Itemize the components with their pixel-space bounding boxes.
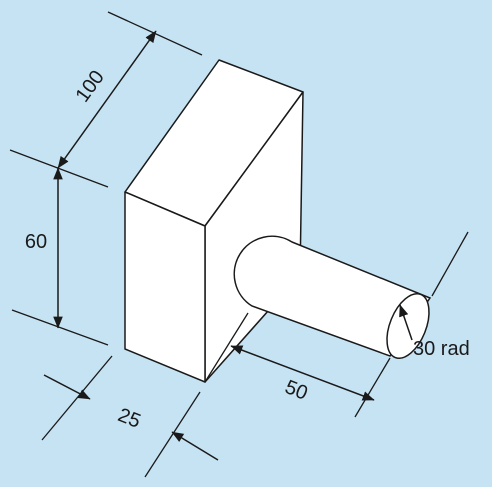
ext-line-50-right-lower: [354, 357, 391, 418]
ext-line-25-left: [41, 355, 113, 441]
dim-arrow-25-right: [171, 431, 219, 461]
ext-line-60-top: [9, 149, 109, 188]
cylinder-body: [233, 235, 432, 357]
cylinder-solid: [233, 235, 432, 359]
dim-arrow-radius: [399, 304, 413, 341]
dim-label-100: 100: [71, 67, 108, 107]
dim-label-25: 25: [115, 404, 144, 433]
dim-line-100: [57, 30, 157, 169]
ext-line-50-right: [431, 231, 469, 297]
ext-line-60-bottom: [11, 309, 109, 346]
ext-line-50-left: [204, 312, 249, 383]
block-solid: [124, 59, 304, 383]
block-front-face: [124, 191, 206, 383]
dim-label-30-rad: 30 rad: [413, 338, 470, 360]
dimension-lines: [43, 30, 413, 461]
cylinder-end-face: [386, 293, 430, 359]
dim-label-50: 50: [282, 376, 311, 405]
dim-arrow-25-left: [43, 374, 91, 400]
dim-line-50: [230, 345, 375, 401]
dim-label-60: 60: [25, 231, 47, 253]
ext-line-25-right: [144, 391, 201, 478]
